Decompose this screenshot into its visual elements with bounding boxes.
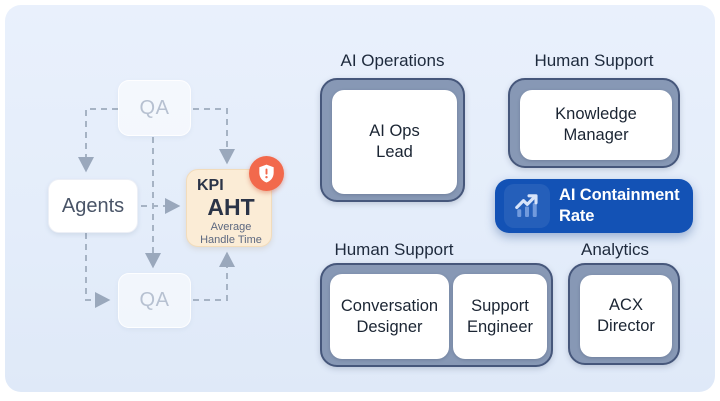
group-box-human-support-top: Knowledge Manager: [508, 78, 680, 168]
group-box-analytics: ACX Director: [568, 263, 680, 365]
alert-badge: [249, 156, 284, 191]
connector-agents-to-qa-bottom: [85, 233, 111, 308]
qa-node-bottom-label: QA: [139, 289, 170, 311]
connector-qa-top-to-agents: [78, 108, 118, 173]
group-box-human-support-bottom: Conversation Designer Support Engineer: [320, 263, 553, 367]
shield-exclamation-icon: [256, 163, 277, 184]
connector-qa-bottom-to-kpi: [193, 251, 235, 301]
role-label: Conversation Designer: [340, 296, 439, 336]
qa-node-bottom: QA: [118, 273, 191, 328]
badge-label-line1: AI Containment: [559, 185, 680, 204]
diagram-panel: QA Agents KPI AHT Average Handle Time QA: [5, 5, 715, 392]
group-box-ai-operations: AI Ops Lead: [320, 78, 465, 202]
ai-containment-rate-badge: AI Containment Rate: [495, 179, 693, 233]
role-label: ACX Director: [597, 296, 655, 335]
role-card-conversation-designer: Conversation Designer: [330, 274, 449, 359]
kpi-tag: KPI: [197, 177, 224, 194]
trending-up-chart-icon: [504, 184, 550, 228]
badge-label-line2: Rate: [559, 207, 595, 225]
role-label: AI Ops Lead: [369, 122, 420, 161]
kpi-card: KPI AHT Average Handle Time: [186, 156, 284, 247]
role-label: Support Engineer: [466, 296, 534, 336]
role-card-acx-director: ACX Director: [580, 275, 672, 357]
role-card-support-engineer: Support Engineer: [453, 274, 547, 359]
agents-node-label: Agents: [61, 194, 125, 217]
qa-node-top: QA: [118, 80, 191, 136]
group-label-human-support-top: Human Support: [534, 51, 654, 70]
kpi-metric-description: Average Handle Time: [200, 221, 262, 247]
kpi-metric-value: AHT: [207, 194, 255, 220]
group-label-human-support-bottom: Human Support: [334, 240, 454, 259]
agents-node: Agents: [48, 179, 138, 233]
role-label: Knowledge Manager: [555, 105, 637, 144]
ai-containment-rate-label: AI Containment Rate: [559, 185, 680, 228]
qa-node-top-label: QA: [139, 96, 170, 119]
role-card-knowledge-manager: Knowledge Manager: [520, 90, 672, 160]
role-card-ai-ops-lead: AI Ops Lead: [332, 90, 457, 194]
group-label-analytics: Analytics: [580, 240, 650, 259]
connector-qa-top-to-kpi: [193, 108, 235, 165]
group-label-ai-operations: AI Operations: [340, 51, 445, 70]
